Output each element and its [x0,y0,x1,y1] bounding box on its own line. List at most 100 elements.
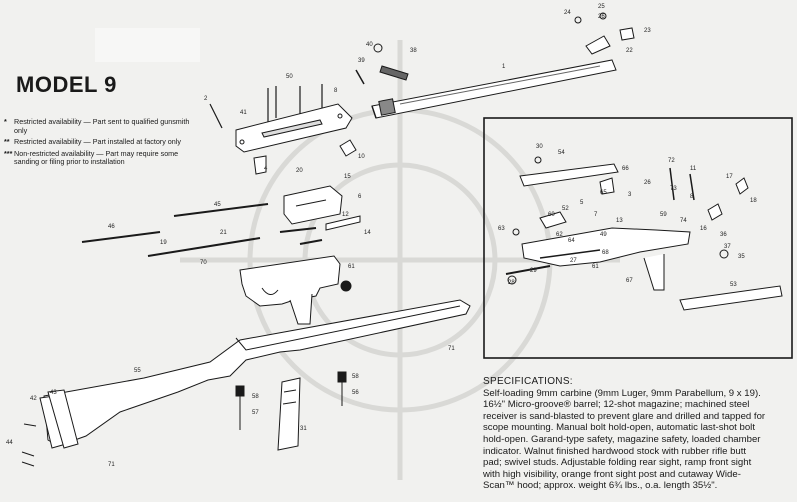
specifications-text: Self-loading 9mm carbine (9mm Luger, 9mm… [483,387,766,492]
part-label: 63 [498,226,505,232]
swivel-studs [235,371,347,430]
legend-text: Restricted availability — Part sent to q… [14,117,190,135]
part-label: 28 [508,280,515,286]
stock [21,299,471,467]
part-label: 37 [724,244,731,250]
part-label: 27 [570,258,577,264]
trigger-group [239,255,352,325]
inset-parts [505,156,783,311]
specifications-heading: SPECIFICATIONS: [483,376,573,387]
legend-mark: * [4,117,7,126]
legend-mark: *** [4,148,13,158]
part-label: 8 [334,88,338,94]
part-label: 55 [134,368,141,374]
part-label: 54 [558,150,565,156]
part-label: 58 [352,374,359,380]
part-label: 60 [548,212,555,218]
legend-item: * Restricted availability — Part sent to… [4,117,200,135]
part-label: 21 [220,230,227,236]
part-label: 23 [644,28,651,34]
part-label: 15 [344,174,351,180]
part-label: 74 [680,218,687,224]
part-label: 72 [668,158,675,164]
part-label: 26 [644,180,651,186]
part-label: 35 [738,254,745,260]
part-label: 22 [626,48,633,54]
receiver-cover [235,103,353,153]
part-label: 16 [700,226,707,232]
legend-text: Restricted availability — Part installed… [14,137,181,147]
part-label: 10 [358,154,365,160]
part-label: 7 [594,212,598,218]
part-label: 71 [448,346,455,352]
magazine [277,377,301,451]
part-label: 52 [562,206,569,212]
part-label: 59 [660,212,667,218]
page-title: MODEL 9 [16,72,117,97]
part-label: 68 [602,250,609,256]
part-label: 61 [592,264,599,270]
part-label: 56 [352,390,359,396]
part-label: 4 [264,166,268,172]
part-label: 19 [160,240,167,246]
part-label: 58 [252,394,259,400]
legend-mark: ** [4,137,10,147]
part-label: 62 [556,232,563,238]
blank-patch [95,28,200,62]
bolt-assembly [81,185,361,257]
part-label: 8 [690,194,694,200]
part-label: 2 [204,96,208,102]
bolt-parts [253,43,409,175]
barrel [371,59,617,119]
part-label: 3 [628,192,632,198]
part-label: 11 [690,166,697,172]
part-label: 18 [750,198,757,204]
part-label: 24 [564,10,571,16]
part-label: 49 [600,232,607,238]
part-label: 39 [358,58,365,64]
availability-legend: * Restricted availability — Part sent to… [4,117,200,170]
part-label: 41 [240,110,247,116]
part-label: 20 [296,168,303,174]
part-label: 1 [502,64,506,70]
part-label: 45 [214,202,221,208]
part-label: 57 [252,410,259,416]
cover-screws [209,84,323,129]
legend-item: *** Non-restricted availability — Part m… [4,148,200,167]
part-label: 14 [364,230,371,236]
part-label: 43 [50,390,57,396]
part-label: 29 [530,268,537,274]
part-label: 30 [536,144,543,150]
part-label: 25 [598,4,605,10]
part-label: 5 [580,200,584,206]
inset-frame [483,117,793,359]
part-label: 53 [730,282,737,288]
part-label: 64 [568,238,575,244]
part-label: 50 [286,74,293,80]
rear-sight-parts [574,12,635,55]
part-label: 40 [366,42,373,48]
specifications-block: SPECIFICATIONS: Self-loading 9mm carbine… [483,376,767,492]
part-label: 12 [342,212,349,218]
part-label: 73 [670,186,677,192]
part-label: 13 [616,218,623,224]
part-label: 31 [300,426,307,432]
part-label: 26 [598,14,605,20]
part-label: 46 [108,224,115,230]
part-label: 42 [30,396,37,402]
part-label: 67 [626,278,633,284]
part-label: 38 [410,48,417,54]
part-label: 36 [720,232,727,238]
part-label: 17 [726,174,733,180]
part-label: 70 [200,260,207,266]
legend-text: Non-restricted availability — Part may r… [14,148,179,167]
part-label: 71 [108,462,115,468]
part-label: 61 [348,264,355,270]
legend-item: ** Restricted availability — Part instal… [4,137,200,147]
part-label: 44 [6,440,13,446]
part-label: 66 [622,166,629,172]
part-label: 6 [358,194,362,200]
part-label: 65 [600,190,607,196]
